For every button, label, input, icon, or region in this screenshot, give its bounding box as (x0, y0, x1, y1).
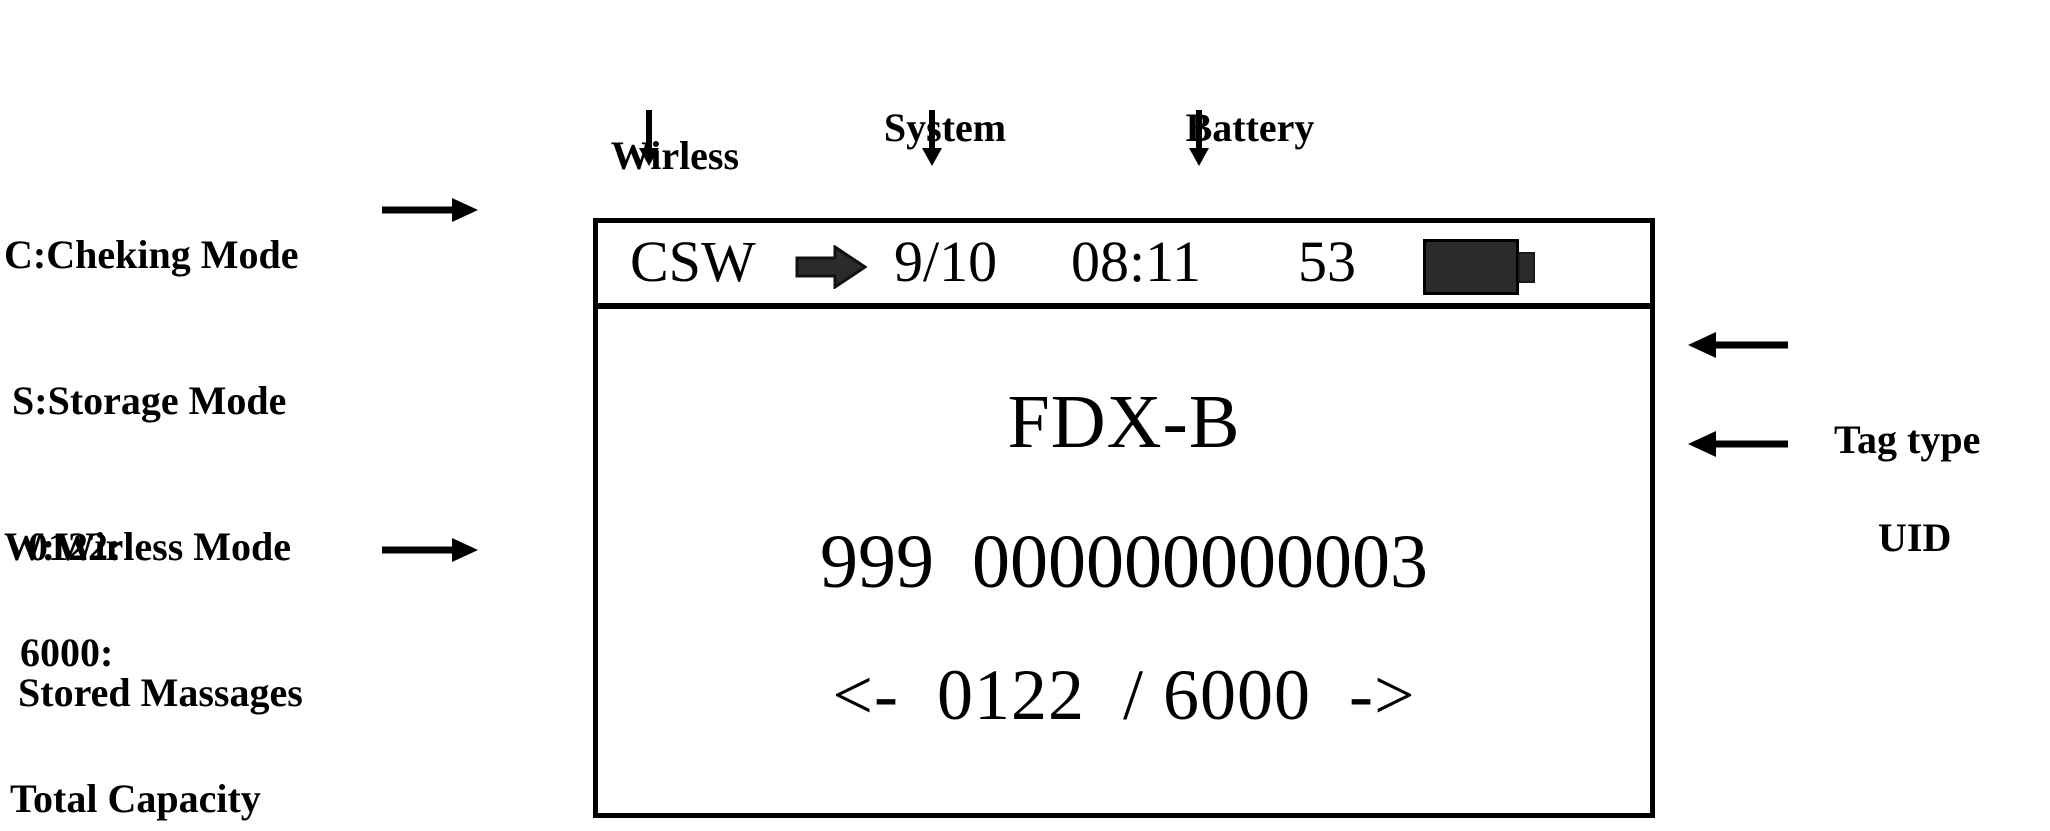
lcd-content-area: FDX-B 999 000000000003 <- 0122 / 6000 -> (598, 309, 1650, 813)
right-arrow-icon-mode-legend (382, 198, 478, 222)
right-arrow-icon-status (795, 245, 867, 289)
status-time-text: 08:11 (1071, 229, 1201, 294)
annotation-total-label: Total Capacity (10, 775, 261, 821)
down-arrow-icon-wirless (639, 110, 659, 166)
annotation-wirless: Wirless (585, 34, 765, 278)
annotation-system-time-line1: System (883, 104, 1007, 150)
down-arrow-icon-system-time (922, 110, 942, 166)
left-arrow-icon-uid (1688, 431, 1788, 457)
annotation-mode-storage: S:Storage Mode (12, 377, 287, 423)
battery-icon-terminal (1518, 252, 1535, 283)
lcd-tag-type-text: FDX-B (1007, 380, 1241, 464)
annotation-mode-legend: C:Cheking Mode S:Storage Mode W:Wirless … (4, 133, 524, 670)
annotation-tag-type-label: Tag type (1834, 416, 1981, 462)
down-arrow-icon-battery (1189, 110, 1209, 166)
annotation-stored-messages: 0122: Stored Massages (18, 425, 508, 815)
lcd-screen: CSW 9/10 08:11 53 FDX-B 999 000000000003… (593, 218, 1655, 818)
status-mode-text: CSW (630, 229, 756, 294)
left-arrow-icon-tag-type (1688, 332, 1788, 358)
right-arrow-icon-storage-legend (382, 538, 478, 562)
annotation-stored-label: Stored Massages (18, 669, 303, 715)
lcd-status-bar: CSW 9/10 08:11 53 (598, 223, 1650, 309)
annotation-total-capacity: 6000: Total Capacity (10, 531, 500, 831)
annotation-mode-checking: C:Cheking Mode (4, 231, 299, 277)
battery-icon (1423, 239, 1535, 295)
annotation-uid-label: UID (1878, 514, 1952, 560)
annotation-uid: UID (1878, 416, 2050, 660)
battery-icon-body (1423, 239, 1519, 295)
annotation-total-key: 6000: (20, 629, 114, 675)
lcd-pager-text: <- 0122 / 6000 -> (832, 655, 1416, 735)
status-date-text: 9/10 (894, 229, 998, 294)
annotation-tag-type: Tag type (1834, 318, 2050, 562)
status-count-text: 53 (1298, 229, 1356, 294)
annotation-stored-key: 0122: (28, 523, 122, 569)
annotation-battery-indication-line1: Battery (1185, 104, 1315, 150)
annotation-wirless-line1: Wirless (610, 132, 740, 178)
annotation-mode-wirless: W:Wirless Mode (4, 524, 292, 570)
lcd-uid-text: 999 000000000003 (820, 520, 1428, 604)
